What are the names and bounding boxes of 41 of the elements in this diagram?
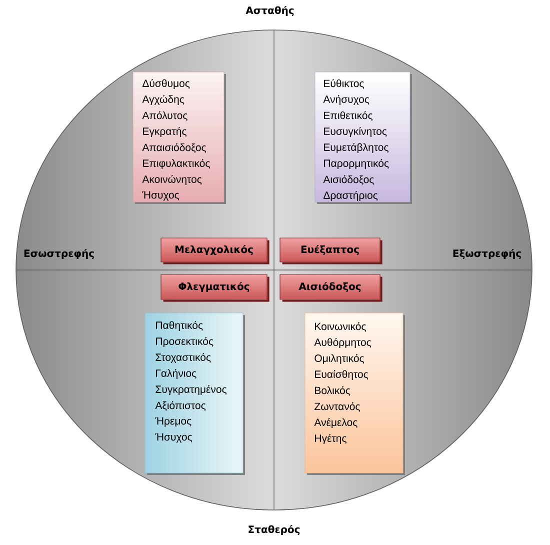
axis-label: Εξωστρεφής	[453, 248, 521, 260]
list-item: Ανέμελος	[314, 418, 358, 428]
list-item: Ζωντανός	[314, 402, 360, 412]
heading-box: Αισιόδοξος	[280, 274, 382, 302]
list-item: Ήρεμος	[155, 417, 192, 427]
list-item: Ευμετάβλητος	[324, 142, 388, 154]
list-item: Απαισιόδοξος	[142, 143, 206, 153]
heading-box: Μελαγχολικός	[160, 238, 270, 264]
list-item: Αγχώδης	[142, 94, 184, 106]
axis-label: Σταθερός	[248, 524, 300, 536]
list-item: Κοινωνικός	[315, 322, 366, 332]
list-item: Αξιόπιστος	[155, 401, 206, 411]
axis-label: Ασταθής	[246, 6, 294, 16]
list-item: Εγκρατής	[143, 126, 186, 138]
list-item: Ευαίσθητος	[315, 370, 368, 380]
heading-box: Ευέξαπτος	[280, 238, 382, 264]
list-item: Ευσυγκίνητος	[324, 126, 387, 138]
list-item: Συγκρατημένος	[156, 384, 227, 396]
list-item: Παρορμητικός	[324, 158, 389, 170]
list-item: Ομιλητικός	[314, 354, 364, 364]
list-item: Ανήσυχος	[323, 94, 370, 106]
list-item: Στοχαστικός	[156, 352, 211, 364]
list-item: Δύσθυμος	[142, 79, 190, 89]
list-item: Δραστήριος	[324, 190, 378, 202]
list-item: Γαλήνιος	[156, 368, 196, 380]
list-item: Παθητικός	[156, 320, 203, 332]
axis-label: Εσωστρεφής	[24, 248, 94, 260]
list-item: Αυθόρμητος	[314, 338, 372, 348]
list-item: Ηγέτης	[315, 434, 346, 444]
list-item: Προσεκτικός	[156, 336, 214, 348]
list-item: Επιθετικός	[324, 111, 372, 121]
heading-box: Φλεγματικός	[160, 274, 270, 302]
list-item: Επιφυλακτικός	[143, 158, 210, 170]
list-item: Ακοινώνητος	[142, 174, 202, 186]
list-item: Ήσυχος	[142, 191, 180, 201]
list-item: Απόλυτος	[142, 111, 188, 121]
list-item: Βολικός	[315, 386, 350, 396]
list-item: Αισιόδοξος	[323, 175, 374, 185]
list-item: Ήσυχος	[155, 433, 192, 443]
quadrant-circle	[16, 30, 532, 510]
list-item: Εύθικτος	[324, 79, 364, 89]
